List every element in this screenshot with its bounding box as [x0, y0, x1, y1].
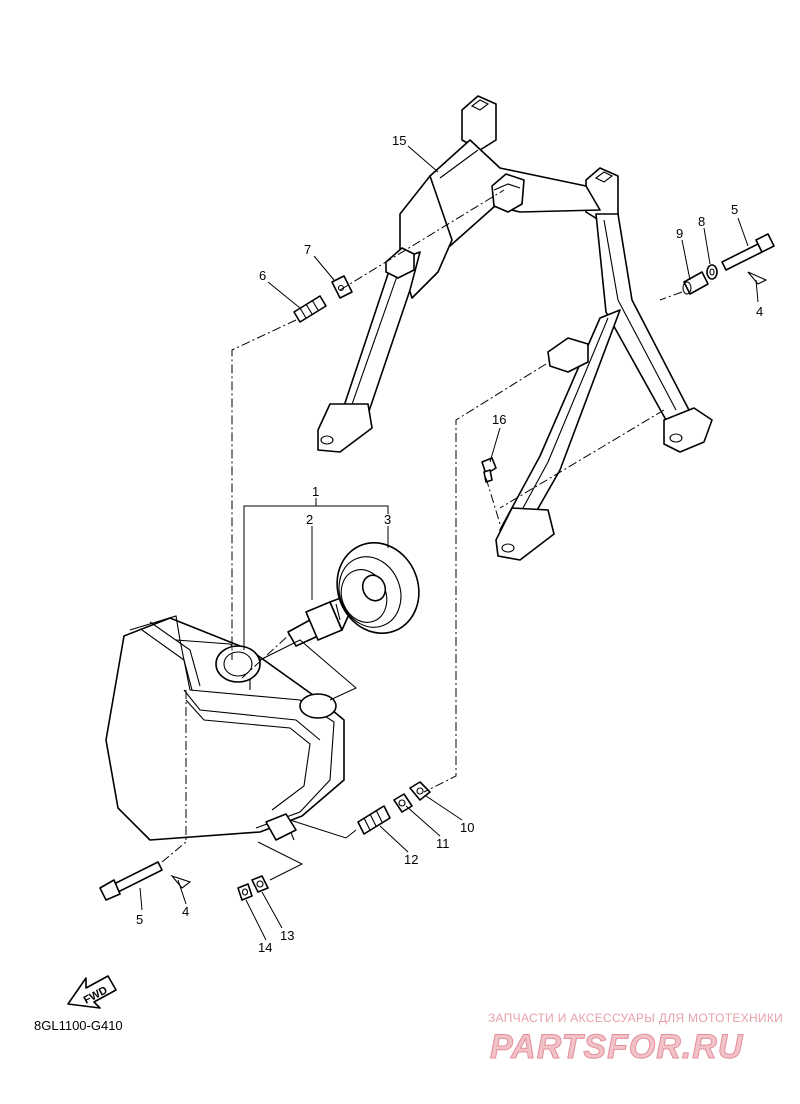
callout-13: 13 [280, 928, 294, 943]
collar-14 [237, 883, 253, 901]
callout-14: 14 [258, 940, 272, 955]
callout-1: 1 [312, 484, 319, 499]
nut-10 [409, 781, 431, 801]
callout-11: 11 [436, 836, 450, 851]
headlight-stay-bracket [317, 95, 713, 561]
bolt-5-lower [99, 861, 163, 901]
watermark: ЗАПЧАСТИ И АКСЕССУАРЫ ДЛЯ МОТОТЕХНИКИ PA… [488, 1011, 783, 1067]
callout-3: 3 [384, 512, 391, 527]
callout-15: 15 [392, 133, 406, 148]
collar-9 [682, 271, 709, 295]
spring-12 [357, 805, 391, 835]
pin-4-lower [170, 874, 192, 889]
callout-12: 12 [404, 852, 418, 867]
callout-7: 7 [304, 242, 311, 257]
spring-6 [293, 295, 327, 323]
callout-9: 9 [676, 226, 683, 241]
callout-2: 2 [306, 512, 313, 527]
fwd-arrow: FWD [67, 975, 117, 1009]
callout-5-upper: 5 [731, 202, 738, 217]
watermark-brand: PARTSFOR.RU [490, 1028, 744, 1066]
assembly-lines [161, 189, 683, 863]
leader-lines [139, 145, 759, 941]
bolt-5-upper [721, 233, 775, 271]
callout-5-lower: 5 [136, 912, 143, 927]
rivet-16 [481, 457, 497, 483]
callout-16: 16 [492, 412, 506, 427]
diagram-code: 8GL1100-G410 [34, 1018, 123, 1033]
callout-4-lower: 4 [182, 904, 189, 919]
callout-8: 8 [698, 214, 705, 229]
watermark-tagline: ЗАПЧАСТИ И АКСЕССУАРЫ ДЛЯ МОТОТЕХНИКИ [488, 1011, 783, 1025]
washer-8 [706, 264, 718, 280]
callout-10: 10 [460, 820, 474, 835]
clip-7 [331, 275, 353, 299]
bulb-cover-3 [336, 541, 420, 635]
guide-lines [257, 639, 357, 881]
nut-13 [251, 875, 269, 893]
callout-labels: 15 7 6 9 8 5 4 16 1 2 3 10 11 12 5 4 13 … [136, 133, 763, 955]
headlight-unit [105, 615, 345, 841]
pin-4-upper [747, 271, 768, 285]
callout-6: 6 [259, 268, 266, 283]
callout-4-upper: 4 [756, 304, 763, 319]
